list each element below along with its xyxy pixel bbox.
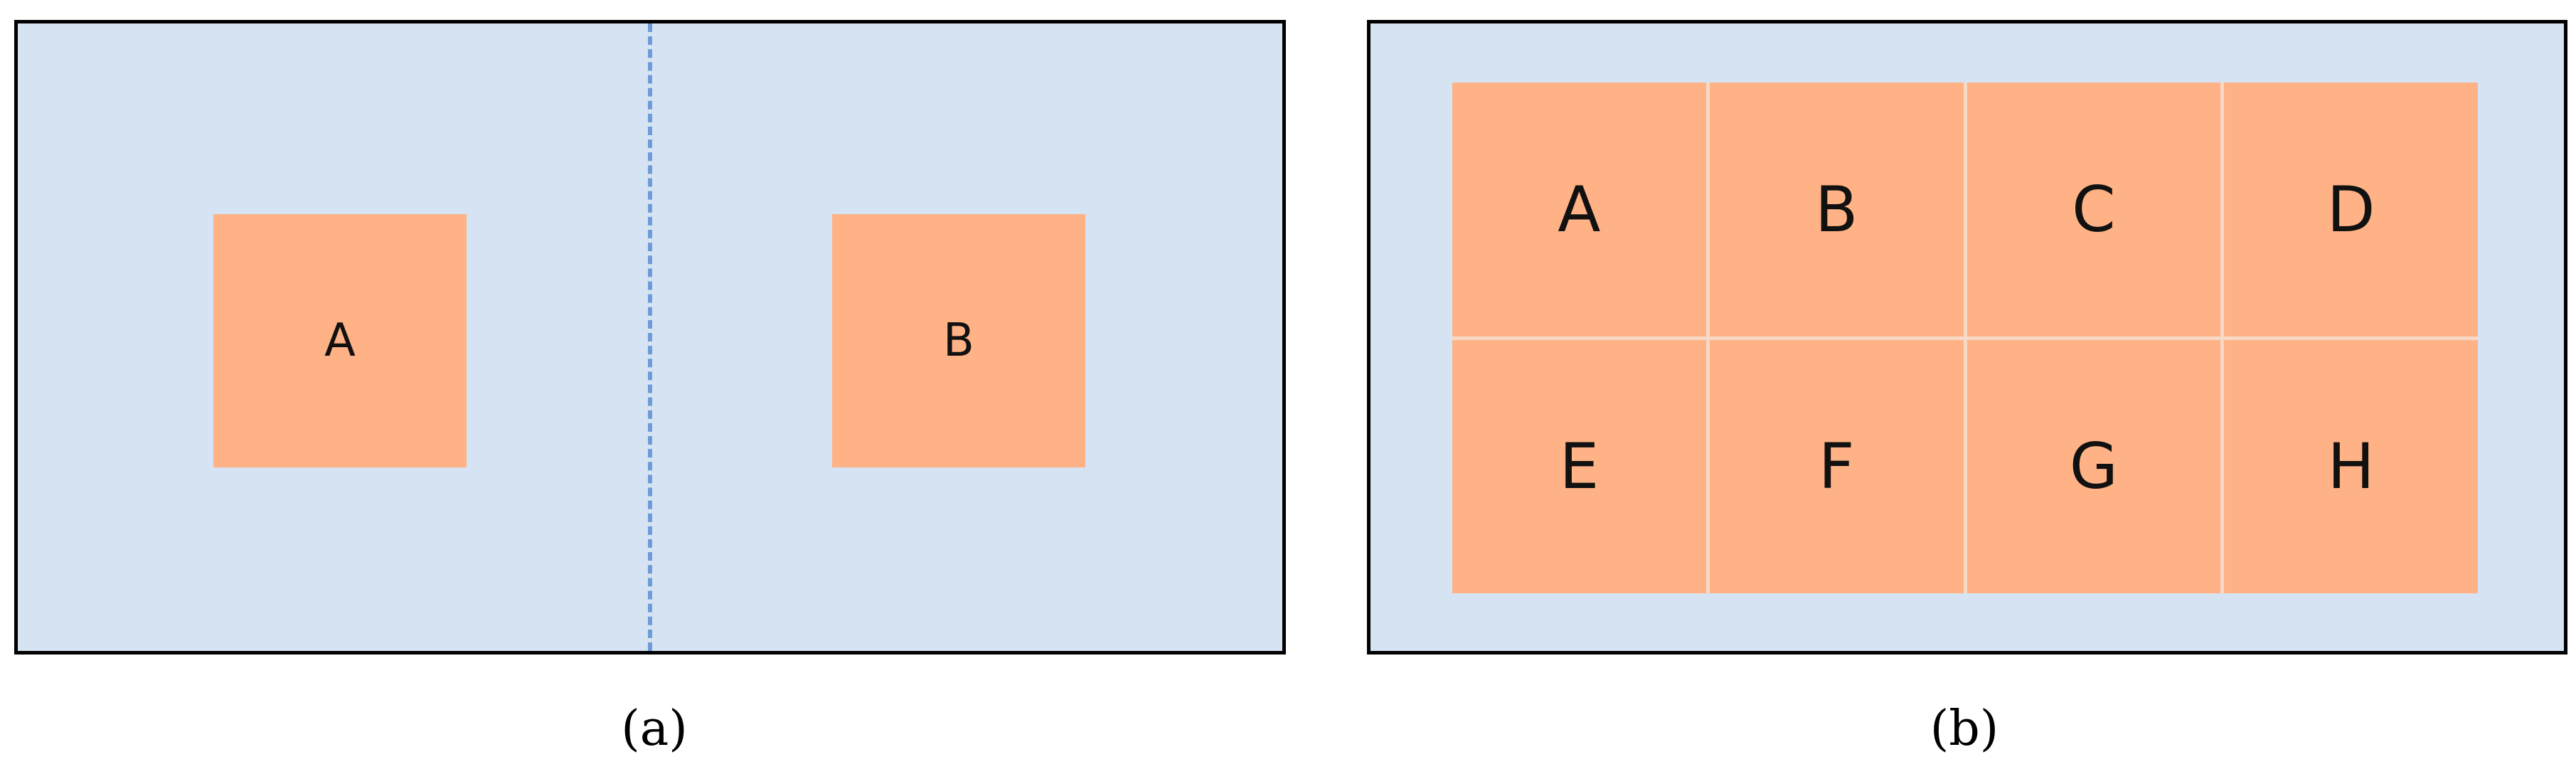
grid-cell-label: C [2072,172,2116,246]
grid-cell-label: G [2069,430,2118,504]
grid-cell-label: D [2326,172,2375,246]
grid-cell: B [1709,83,1964,336]
partition-a-label: A [324,314,356,367]
panel-a: A B [14,20,1286,655]
grid-cell-label: F [1818,430,1855,504]
partition-b: B [832,214,1085,467]
grid-cell-label: A [1558,172,1601,246]
grid-cell-label: E [1559,430,1600,504]
grid-cell: F [1709,339,1964,593]
grid-cell: C [1966,83,2221,336]
partition-a: A [213,214,467,467]
caption-b: (b) [1930,701,1999,757]
grid-cell: E [1452,339,1706,593]
partition-b-label: B [943,314,974,367]
dashed-divider [648,23,652,651]
partition-grid: A B C D E F G H [1452,83,2478,593]
caption-a: (a) [621,701,688,757]
grid-cell-label: H [2327,430,2375,504]
grid-cell-label: B [1814,172,1858,246]
panel-b: A B C D E F G H [1367,20,2567,655]
grid-cell: H [2224,339,2478,593]
grid-cell: A [1452,83,1706,336]
grid-cell: D [2224,83,2478,336]
grid-cell: G [1966,339,2221,593]
